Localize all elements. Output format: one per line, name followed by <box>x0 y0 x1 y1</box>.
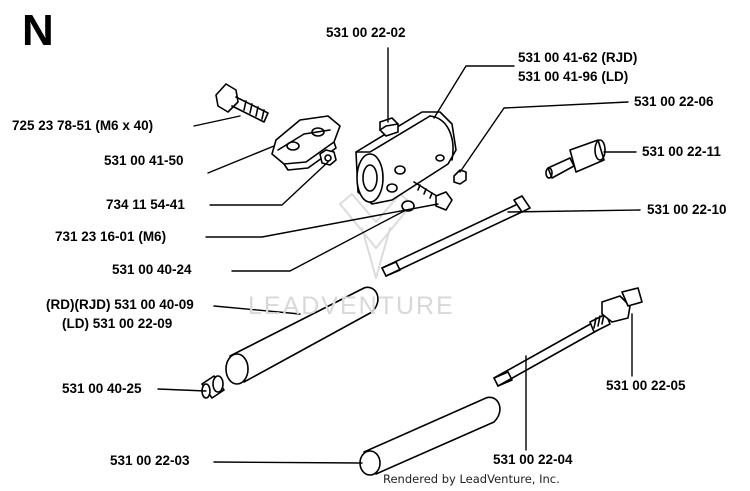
leader-p15 <box>507 209 641 213</box>
lower-tube <box>359 396 501 476</box>
part-label-p4: 731 23 16-01 (M6) <box>55 229 167 244</box>
bolt-m6x40 <box>215 83 269 123</box>
part-label-p12: 531 00 41-96 (LD) <box>518 69 629 84</box>
part-label-p7: (LD) 531 00 22-09 <box>62 316 173 331</box>
leader-p2 <box>207 145 275 174</box>
footer-credit: Rendered by LeadVenture, Inc. <box>383 472 560 486</box>
coupling-housing <box>355 111 457 205</box>
leader-p13 <box>459 101 629 173</box>
clamp-bracket <box>271 115 341 171</box>
ferrule <box>545 139 606 179</box>
bushing <box>201 375 225 399</box>
part-label-p11: 531 00 41-62 (RJD) <box>518 50 638 65</box>
screw-m6 <box>413 181 453 211</box>
leader-p8 <box>157 388 207 392</box>
end-fitting <box>601 287 643 323</box>
leader-p11 <box>433 65 515 119</box>
leader-p1 <box>193 115 241 127</box>
part-label-p15: 531 00 22-10 <box>647 202 727 217</box>
top-screw <box>379 117 399 137</box>
watermark-text: LEADVENTURE <box>248 292 455 320</box>
leader-p9 <box>213 461 363 464</box>
part-label-p9: 531 00 22-03 <box>110 453 190 468</box>
small-nut <box>453 169 467 185</box>
section-letter: N <box>22 6 54 55</box>
drive-shaft <box>381 195 531 277</box>
part-label-p17: 531 00 22-04 <box>493 452 573 467</box>
leader-p5 <box>231 209 407 272</box>
part-label-p2: 531 00 41-50 <box>104 153 184 168</box>
part-label-p5: 531 00 40-24 <box>112 262 192 277</box>
leader-p4 <box>205 203 439 238</box>
lower-shaft <box>493 313 611 387</box>
part-label-p13: 531 00 22-06 <box>634 94 714 109</box>
leader-lines <box>157 47 641 464</box>
part-label-p3: 734 11 54-41 <box>106 197 185 212</box>
hex-nut <box>319 149 337 166</box>
upper-tube <box>225 286 379 385</box>
leader-p3 <box>209 161 329 206</box>
part-label-p14: 531 00 22-11 <box>642 144 721 159</box>
part-label-p16: 531 00 22-05 <box>606 378 686 393</box>
part-label-p10: 531 00 22-02 <box>326 25 406 40</box>
leader-p6 <box>213 305 301 315</box>
part-label-p8: 531 00 40-25 <box>62 381 142 396</box>
part-label-p1: 725 23 78-51 (M6 x 40) <box>12 118 154 133</box>
part-label-p6: (RD)(RJD) 531 00 40-09 <box>46 297 194 312</box>
